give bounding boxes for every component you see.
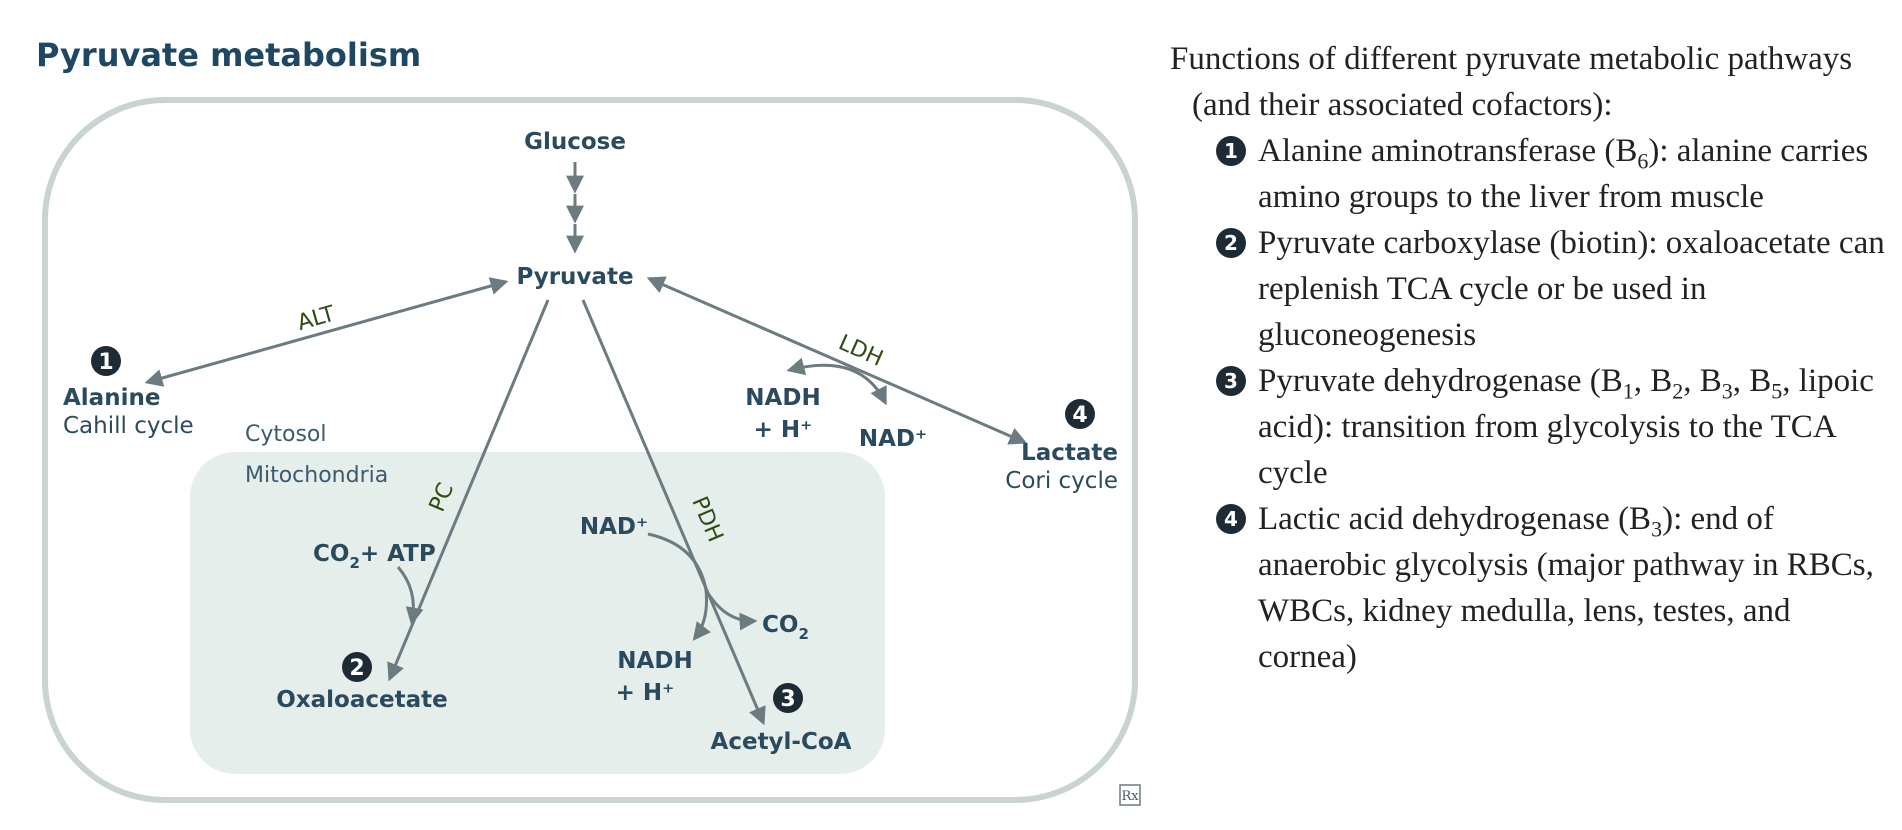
legend-marker-3: 3 <box>1216 366 1246 396</box>
ldh-enzyme-label: LDH <box>835 330 887 371</box>
pdh-nad-co2-arrow <box>647 532 758 631</box>
pc-co2-atp-label: CO2+ ATP <box>313 541 436 572</box>
marker-2-number: 2 <box>349 656 364 681</box>
pdh-nadh-label: NADH <box>617 648 692 674</box>
cori-cycle-label: Cori cycle <box>1005 468 1118 494</box>
acetyl-coa-node: Acetyl-CoA <box>711 729 852 755</box>
glucose-node: Glucose <box>524 129 626 155</box>
marker-1-number: 1 <box>98 350 113 375</box>
ldh-nadh-label: NADH <box>745 385 820 411</box>
pyruvate-diagram: Pyruvate metabolism Cytosol Mitochondria… <box>36 36 1141 806</box>
cytosol-label: Cytosol <box>245 422 327 447</box>
pdh-h-label: + H⁺ <box>616 680 675 706</box>
alt-arrow <box>144 277 509 387</box>
ldh-cofactor-arrow <box>786 357 887 406</box>
legend-marker-4: 4 <box>1216 504 1246 534</box>
legend-item-1: 1 Alanine aminotransferase (B6): alanine… <box>1170 128 1895 220</box>
rx-logo-text: Rx <box>1121 789 1139 804</box>
legend-marker-1: 1 <box>1216 136 1246 166</box>
pdh-arrow <box>581 299 766 726</box>
marker-3-number: 3 <box>780 687 795 712</box>
marker-3 <box>773 683 803 713</box>
legend-item-3: 3 Pyruvate dehydrogenase (B1, B2, B3, B5… <box>1170 358 1895 496</box>
rx-logo <box>1119 784 1141 806</box>
pc-cofactor-arrow <box>396 566 424 626</box>
marker-4 <box>1065 399 1095 429</box>
marker-2 <box>342 652 372 682</box>
ldh-h-label: + H⁺ <box>754 417 813 443</box>
ldh-nad-label: NAD⁺ <box>859 426 927 452</box>
mitochondria-region <box>190 452 885 774</box>
legend-panel: Functions of different pyruvate metaboli… <box>1170 36 1895 680</box>
pyruvate-node: Pyruvate <box>516 264 633 290</box>
mitochondria-label: Mitochondria <box>245 463 388 488</box>
pdh-co2-label: CO2 <box>762 612 809 643</box>
pdh-nad-label: NAD⁺ <box>580 514 648 540</box>
marker-1 <box>91 346 121 376</box>
legend-title: Functions of different pyruvate metaboli… <box>1170 41 1853 123</box>
oxaloacetate-node: Oxaloacetate <box>276 687 447 713</box>
alanine-node: Alanine <box>63 385 160 411</box>
marker-4-number: 4 <box>1072 403 1087 428</box>
legend-item-4: 4 Lactic acid dehydrogenase (B3): end of… <box>1170 496 1895 680</box>
legend-item-2: 2 Pyruvate carboxylase (biotin): oxaloac… <box>1170 220 1895 358</box>
legend-marker-2: 2 <box>1216 228 1246 258</box>
cytosol-frame <box>42 97 1138 803</box>
lactate-node: Lactate <box>1021 440 1118 466</box>
page-title: Pyruvate metabolism <box>36 36 421 74</box>
pdh-nadh-arrow <box>692 589 711 641</box>
cahill-cycle-label: Cahill cycle <box>63 413 194 439</box>
ldh-arrow <box>646 276 1028 445</box>
